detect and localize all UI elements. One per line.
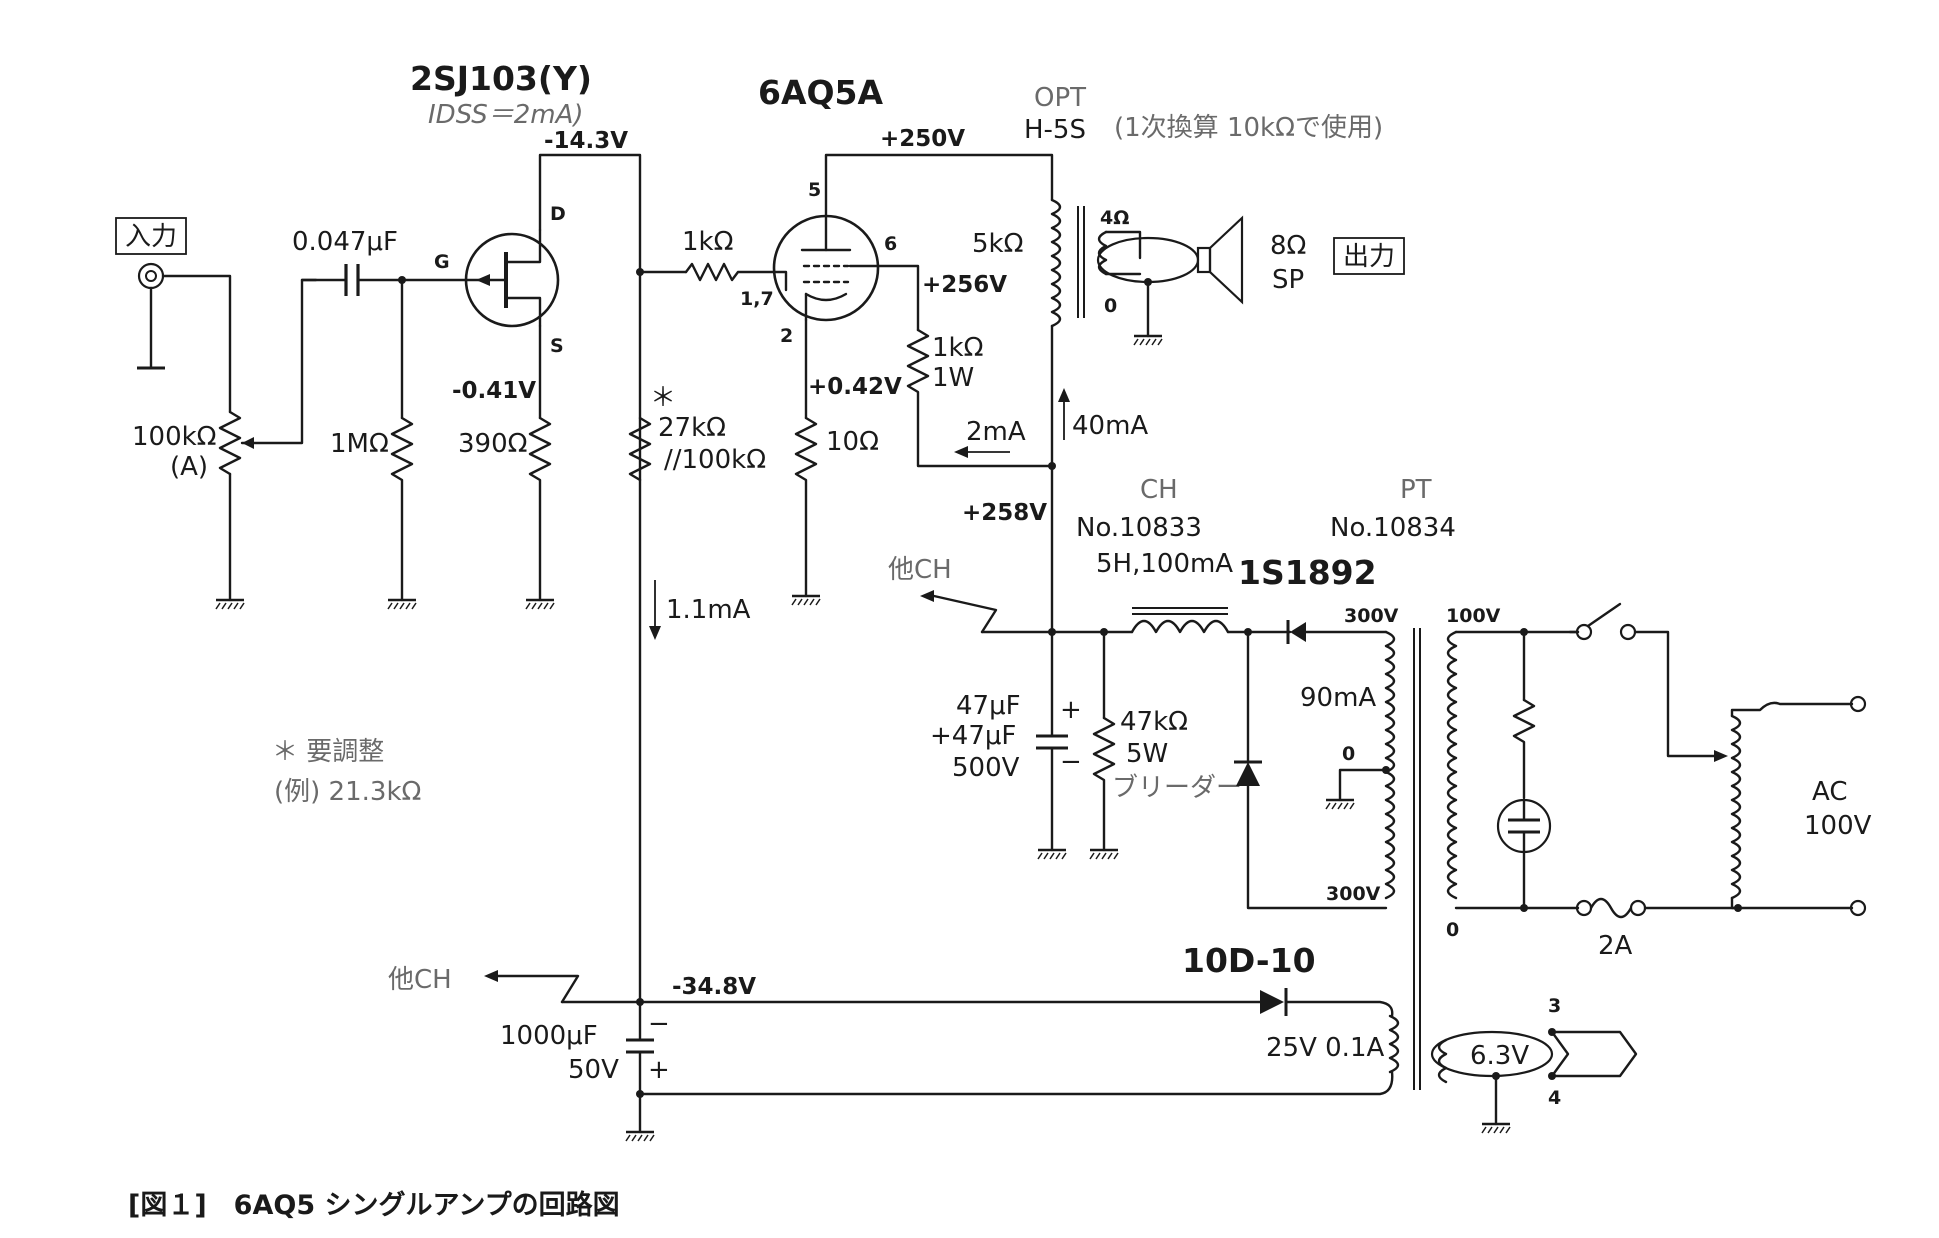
drain-voltage: -14.3V: [544, 128, 628, 154]
speaker-ohm: 8Ω: [1270, 231, 1306, 261]
fuse: [1575, 897, 1740, 919]
fuse-label: 2A: [1598, 931, 1633, 961]
cap-neg-b: 50V: [568, 1055, 619, 1085]
sec-0: 0: [1342, 743, 1355, 765]
opt-model: H-5S: [1024, 115, 1086, 145]
fet-2sj103: [464, 228, 560, 328]
tube-6aq5a: [772, 214, 880, 322]
cap-b-minus: −: [1060, 747, 1082, 777]
diode-hv-label: 1S1892: [1238, 553, 1377, 592]
plate-voltage: +250V: [880, 126, 965, 152]
bias-current: 1.1mA: [666, 595, 751, 625]
neg-voltage: -34.8V: [672, 974, 756, 1000]
pt-title: PT: [1400, 475, 1432, 505]
sec-300-top: 300V: [1344, 605, 1399, 627]
drain-resistor-a: 27kΩ: [658, 413, 726, 443]
pin-s: S: [550, 335, 564, 357]
cathode-voltage: +0.42V: [808, 374, 902, 400]
ac-volt: 100V: [1804, 811, 1872, 841]
screen-current: 2mA: [966, 417, 1026, 447]
opt-title: OPT: [1034, 83, 1086, 113]
other-ch-bottom: 他CH: [388, 965, 452, 995]
cap-neg-plus: +: [648, 1055, 670, 1085]
pin-6: 6: [884, 233, 897, 255]
opt-primary-label: 5kΩ: [972, 229, 1023, 259]
tube-type: 6AQ5A: [758, 73, 884, 112]
power-transformer: [1384, 628, 1458, 1090]
sec-90ma: 90mA: [1300, 683, 1376, 713]
pin-5: 5: [808, 179, 821, 201]
input-cap-label: 0.047μF: [292, 227, 398, 257]
choke-spec: 5H,100mA: [1096, 549, 1233, 579]
source-resistor-label: 390Ω: [458, 429, 528, 459]
opt-note: (1次換算 10kΩで使用): [1114, 113, 1383, 143]
opt-4ohm: 4Ω: [1100, 207, 1129, 229]
screen-voltage: +256V: [922, 272, 1007, 298]
pt-model: No.10834: [1330, 513, 1456, 543]
output-label: 出力: [1343, 242, 1395, 272]
ac-label: AC: [1812, 777, 1847, 807]
power-switch: [1568, 602, 1728, 762]
sec-300-bot: 300V: [1326, 883, 1381, 905]
input-capacitor: [300, 264, 468, 296]
heater-pin3: 3: [1548, 995, 1561, 1017]
drain-resistor-b: //100kΩ: [664, 445, 766, 475]
pin-2: 2: [780, 325, 793, 347]
screen-resistor-b: 1W: [932, 363, 974, 393]
fet-type: 2SJ103(Y): [410, 59, 592, 98]
bleeder-c: ブリーダー: [1112, 773, 1242, 803]
heater-voltage: 6.3V: [1470, 1041, 1529, 1071]
choke-model: No.10833: [1076, 513, 1202, 543]
cathode-resistor-label: 10Ω: [826, 427, 879, 457]
input-jack-icon: [137, 262, 165, 290]
cap-b-a: 47μF: [956, 691, 1021, 721]
pin-17: 1,7: [740, 288, 774, 310]
screen-resistor-a: 1kΩ: [932, 333, 983, 363]
asterisk: ＊: [650, 383, 676, 413]
pot-label: 100kΩ: [132, 422, 217, 452]
cap-b-c: 500V: [952, 753, 1020, 783]
pri-100v: 100V: [1446, 605, 1501, 627]
pot-taper: (A): [170, 452, 208, 482]
neon-lamp-icon: [1496, 798, 1552, 854]
choke-title: CH: [1140, 475, 1178, 505]
opt-0: 0: [1104, 295, 1117, 317]
ac-input-coil: [1730, 695, 1867, 917]
bleeder-a: 47kΩ: [1120, 707, 1188, 737]
other-ch-top: 他CH: [888, 555, 952, 585]
input-label: 入力: [125, 222, 177, 252]
grid-resistor-label: 1kΩ: [682, 227, 733, 257]
volume-pot: [218, 278, 318, 602]
diode-lv-label: 10D-10: [1182, 941, 1316, 980]
cap-neg-minus: −: [648, 1009, 670, 1039]
note-b: (例) 21.3kΩ: [274, 777, 421, 807]
cap-b-b: +47μF: [930, 721, 1016, 751]
output-transformer: [1050, 198, 1142, 328]
heater-winding: 25V 0.1A: [1266, 1033, 1384, 1063]
speaker-sp: SP: [1272, 265, 1304, 295]
pin-g: G: [434, 251, 450, 273]
gate-resistor-label: 1MΩ: [330, 429, 389, 459]
pin-d: D: [550, 203, 566, 225]
source-voltage: -0.41V: [452, 378, 536, 404]
pri-0: 0: [1446, 919, 1459, 941]
b-plus-voltage: +258V: [962, 500, 1047, 526]
rectifier-diode-top: [1286, 620, 1306, 644]
cap-b-plus: +: [1060, 695, 1082, 725]
heater-pin4: 4: [1548, 1087, 1561, 1109]
figure-caption: [図１] 6AQ5 シングルアンプの回路図: [128, 1189, 620, 1221]
bleeder-b: 5W: [1126, 739, 1168, 769]
cap-neg-a: 1000μF: [500, 1021, 598, 1051]
note-a: ＊ 要調整: [272, 737, 384, 767]
speaker-icon: [1196, 215, 1244, 305]
plate-current: 40mA: [1072, 411, 1148, 441]
fet-idss: IDSS＝2mA): [428, 100, 584, 130]
rectifier-diode-bottom: [1234, 760, 1262, 786]
rectifier-diode-lv: [1260, 988, 1288, 1016]
choke-coil: [1130, 607, 1230, 634]
